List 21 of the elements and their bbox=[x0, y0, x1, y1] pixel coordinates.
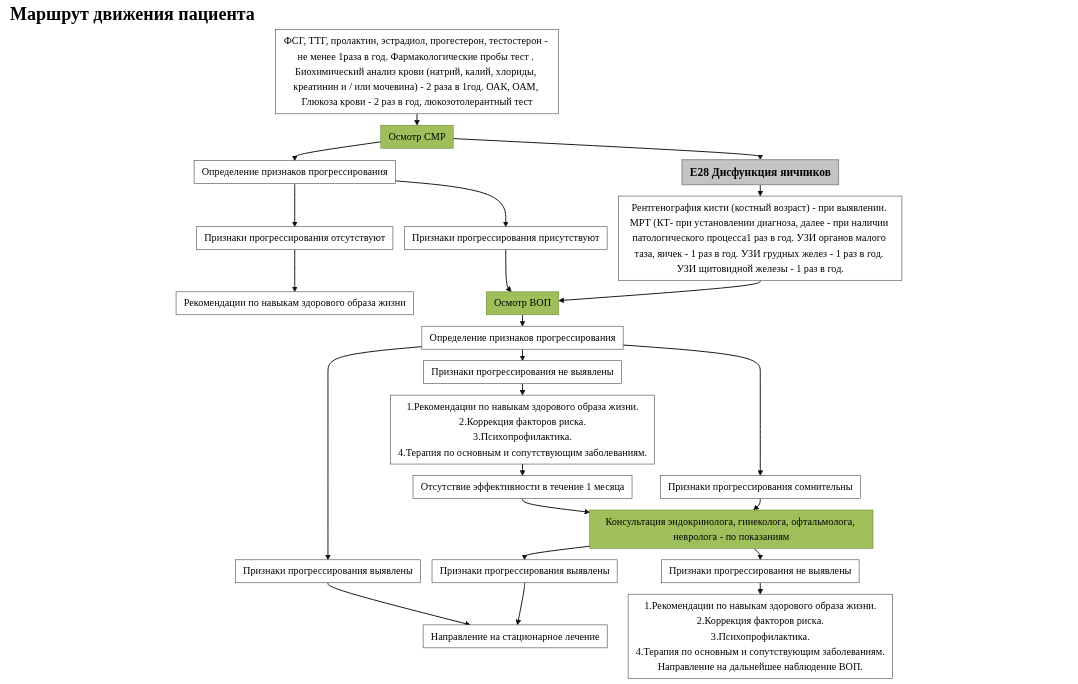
node-box: Рекомендации по навыкам здорового образа жизни bbox=[175, 291, 414, 316]
node-box: Осмотр СМР bbox=[380, 124, 454, 149]
node-box: Определение признаков прогрессирования bbox=[193, 160, 396, 184]
node-box: Определение признаков прогрессирования bbox=[421, 325, 624, 350]
node-box: Признаки прогрессирования выявлены bbox=[431, 559, 618, 584]
diagram-title: Маршрут движения пациента bbox=[10, 4, 256, 25]
node-box: Осмотр ВОП bbox=[485, 291, 560, 316]
node-box: Признаки прогрессирования выявлены bbox=[235, 559, 421, 584]
node-box: Признаки прогрессирования присутствуют bbox=[404, 226, 608, 250]
node-box: Признаки прогрессирования не выявлены bbox=[661, 559, 860, 584]
node-box: Рентгенография кисти (костный возраст) - при выявлении. МРТ (КТ- при установлении диагноза, далее - при наличии патологического процесса1 раз в год. УЗИ органов малого таза, яичек - 1 раз в год. УЗИ грудных желез - 1 раз в год. УЗИ щитовидной железы - 1 раз в год. bbox=[618, 195, 903, 281]
node-box: 1.Рекомендации по навыкам здорового образа жизни. 2.Коррекция факторов риска. 3.Психопрофилактика. 4.Терапия по основным и сопутствующим заболеваниям. Направление на дальнейшее наблюдение ВОП. bbox=[627, 593, 893, 679]
node-box: Признаки прогрессирования сомнительны bbox=[659, 475, 861, 499]
node-box: Признаки прогрессирования отсутствуют bbox=[196, 226, 394, 250]
node-box: Консультация эндокринолога, гинеколога, офтальмолога, невролога - по показаниям bbox=[589, 509, 874, 549]
node-box: ФСГ, ТТГ, пролактин, эстрадиол, прогестерон, тестостерон - не менее 1раза в год. Фармакологические пробы тест . Биохимический анализ крови (натрий, калий, хлориды, креатинин и / или мочевина) - 2 раза в 1год. ОАК, ОАМ, Глюкоза крови - 2 раз в год, люкозотолерантный тест bbox=[275, 29, 559, 115]
node-box: Отсутствие эффективности в течение 1 месяца bbox=[412, 475, 633, 499]
node-box: Направление на стационарное лечение bbox=[422, 624, 608, 649]
node-box: Признаки прогрессирования не выявлены bbox=[423, 360, 622, 384]
node-box: E28 Дисфункция яичников bbox=[681, 159, 840, 186]
node-box: 1.Рекомендации по навыкам здорового образа жизни. 2.Коррекция факторов риска. 3.Психопрофилактика. 4.Терапия по основным и сопутствующим заболеваниям. bbox=[390, 394, 655, 465]
